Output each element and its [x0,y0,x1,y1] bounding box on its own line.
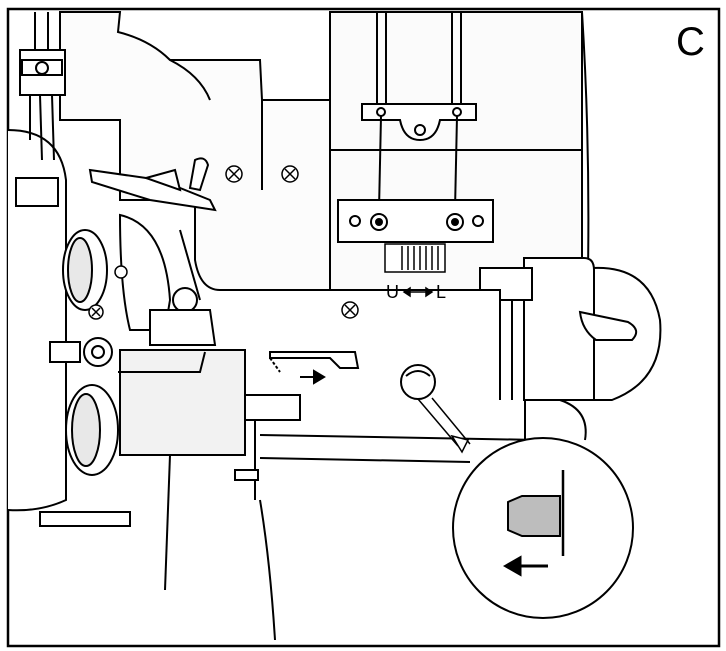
label-up: U [386,282,399,302]
panel-letter: C [676,20,705,64]
side-cover [479,257,662,401]
needle-bar [19,12,66,161]
arrow-left-icon [502,555,548,577]
looper-mechanism [88,157,217,346]
needle-plate-block [118,349,301,500]
zoom-detail [452,437,634,619]
knife-plate [337,199,494,243]
label-low: L [436,282,446,302]
adjuster-wheel[interactable] [384,243,446,273]
machine-body-right [329,11,590,291]
release-button[interactable] [400,364,436,400]
callout-pointer [417,397,471,454]
lever-diagram [269,351,360,373]
button-part-shaded [507,495,561,537]
machine-body-left [7,11,331,512]
machine-bed [39,399,587,641]
thread-guide-bar [361,12,477,211]
screw-icons [88,165,359,320]
arrow-right-icon [300,369,326,385]
left-dials [15,177,119,476]
double-arrow-icon [402,286,434,298]
